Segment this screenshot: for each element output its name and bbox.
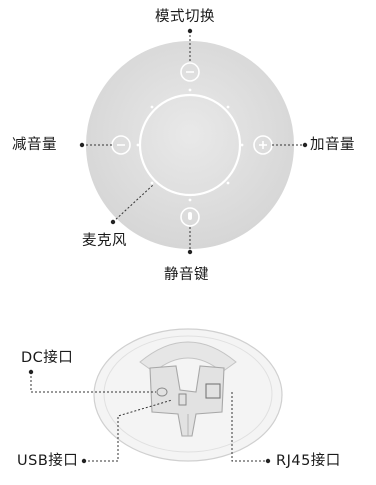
- volume-down-label: 减音量: [12, 137, 57, 153]
- mode-switch-button[interactable]: [180, 62, 200, 82]
- mute-label: 静音键: [164, 267, 209, 283]
- usb-port-label: USB接口: [17, 453, 79, 469]
- bottom-view: [28, 328, 283, 464]
- rj45-port-socket: [205, 383, 221, 399]
- leader-dots-top: [79, 28, 308, 255]
- leader-lines-top: [82, 31, 305, 252]
- mute-button[interactable]: [180, 207, 200, 227]
- cable-channel: [139, 341, 237, 373]
- microphone-icon: [188, 212, 192, 220]
- device-bottom-rim: [103, 335, 273, 453]
- microphone-label: 麦克风: [82, 233, 127, 249]
- dc-port-label: DC接口: [21, 350, 74, 366]
- device-top-body: [86, 41, 294, 249]
- top-view: [79, 28, 308, 255]
- volume-up-label: 加音量: [310, 137, 355, 153]
- usb-port-socket: [178, 393, 187, 406]
- leader-dots-bottom: [28, 369, 271, 464]
- mode-switch-label: 模式切换: [155, 9, 215, 25]
- leader-lines-bottom: [30, 372, 268, 462]
- indicator-dots: [136, 88, 244, 202]
- rj45-port-label: RJ45接口: [276, 453, 341, 469]
- dc-port-socket: [156, 387, 168, 397]
- center-ring: [138, 93, 242, 197]
- plus-icon: [259, 141, 267, 149]
